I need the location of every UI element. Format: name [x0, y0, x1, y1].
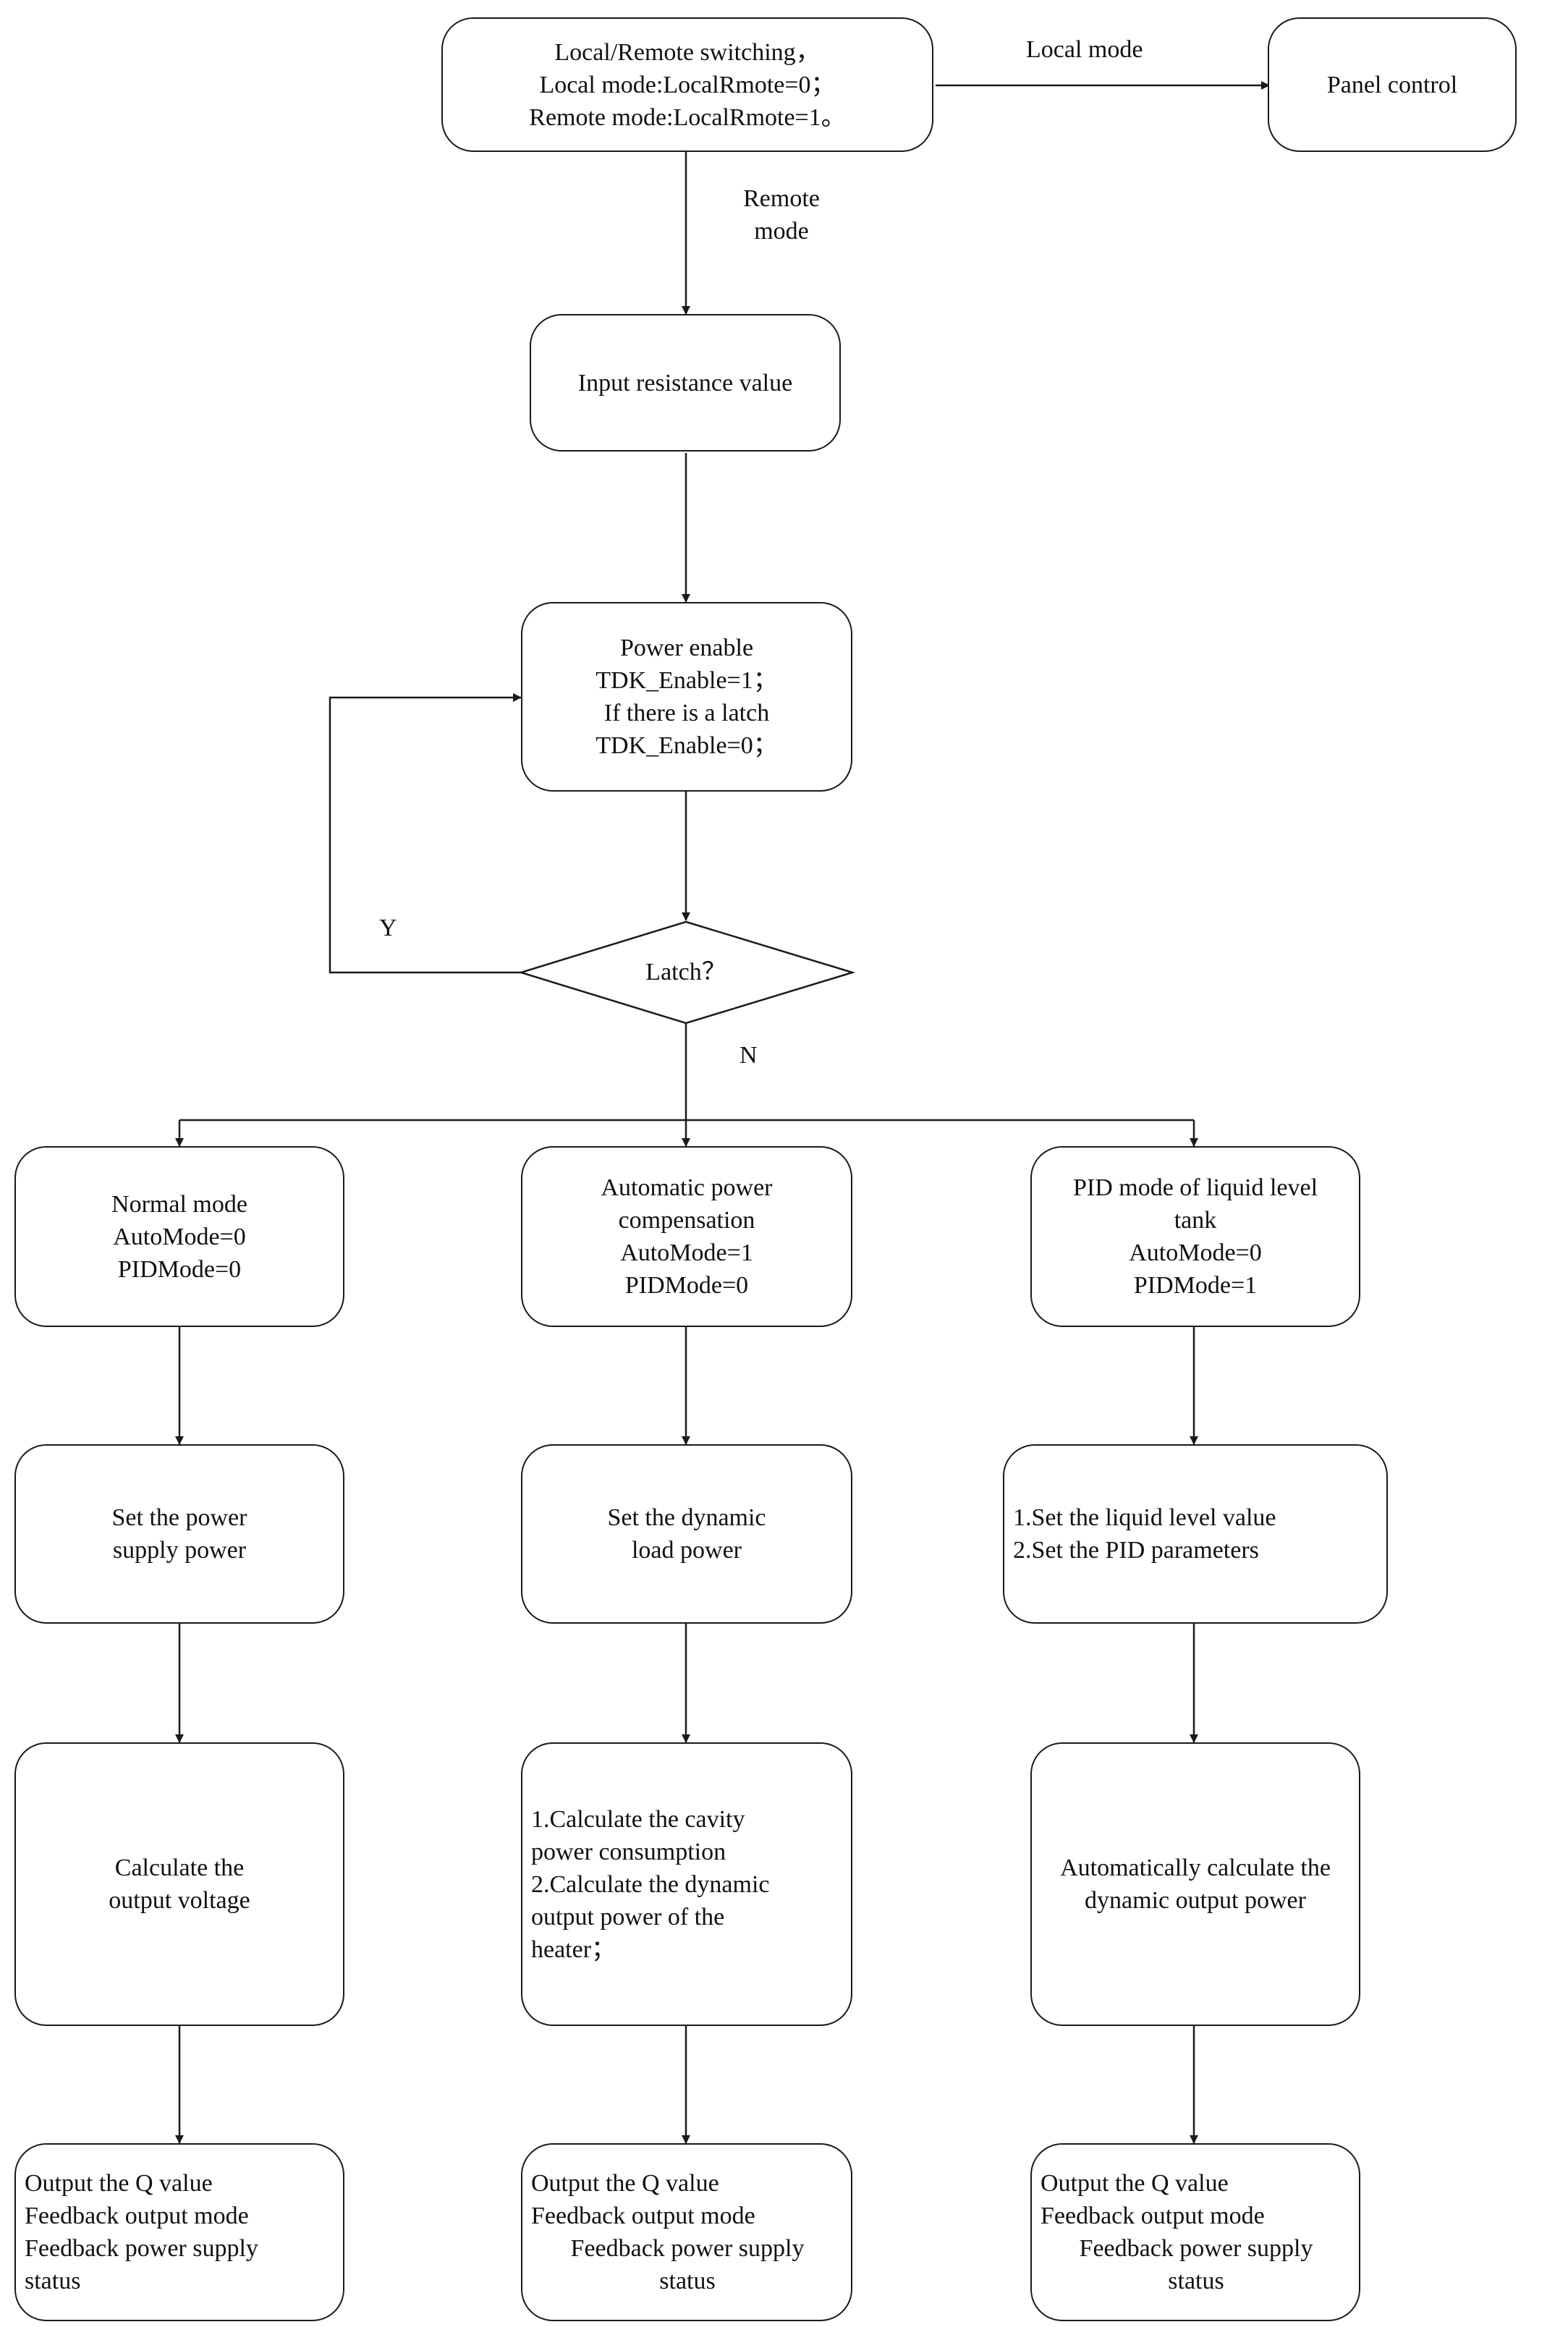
- node-text-line: heater；: [531, 1936, 616, 1963]
- node-text-line: Input resistance value: [577, 369, 793, 397]
- node-text-line: power consumption: [531, 1838, 726, 1865]
- node-text-line: Power enable: [619, 635, 754, 661]
- node-text-line: Local mode:LocalRmote=0；: [539, 71, 836, 98]
- node-text-line: Calculate the: [114, 1855, 245, 1881]
- latch-decision-label: Latch？: [645, 959, 726, 986]
- node-text-line: 1.Calculate the cavity: [531, 1805, 745, 1833]
- node-text-line: load power: [631, 1537, 742, 1564]
- node-normal-mode: Normal mode AutoMode=0 PIDMode=0: [14, 1146, 344, 1327]
- edge-latch-yes-loop: [329, 693, 522, 974]
- node-text-line: compensation: [618, 1207, 755, 1234]
- node-power-enable: Power enable TDK_Enable=1； If there is a…: [521, 602, 852, 792]
- node-set-liquid-level: 1.Set the liquid level value 2.Set the P…: [1003, 1444, 1388, 1624]
- node-panel-control: Panel control: [1268, 17, 1517, 152]
- node-text-line: Panel control: [1326, 71, 1458, 98]
- node-text-line: AutoMode=0: [113, 1223, 246, 1250]
- node-text-line: Automatically calculate the: [1060, 1855, 1331, 1881]
- node-set-dynamic-load: Set the dynamic load power: [521, 1444, 852, 1624]
- node-text-line: PID mode of liquid level: [1072, 1174, 1318, 1201]
- edge-label-remote-mode-line1: Remote: [743, 185, 820, 212]
- node-input-resistance: Input resistance value: [530, 314, 841, 452]
- node-text-line center: status: [659, 2268, 716, 2294]
- node-calculate-cavity-power: 1.Calculate the cavity power consumption…: [521, 1742, 852, 2026]
- node-text-line: Set the power: [111, 1504, 247, 1531]
- node-text-line: AutoMode=1: [620, 1239, 753, 1266]
- node-text-line: supply power: [112, 1537, 247, 1564]
- node-text-line: Output the Q value: [531, 2170, 719, 2197]
- node-text-line center: Feedback power supply: [1079, 2235, 1313, 2262]
- node-text-line: Feedback output mode: [25, 2203, 249, 2229]
- node-text-line: Local/Remote switching，: [554, 38, 821, 66]
- node-text-line: PIDMode=0: [624, 1272, 749, 1299]
- node-text-line: Normal mode: [111, 1190, 247, 1218]
- node-output-middle: Output the Q value Feedback output mode …: [521, 2143, 852, 2321]
- node-text-line: Automatic power: [601, 1174, 773, 1201]
- node-text-line: dynamic output power: [1085, 1887, 1306, 1914]
- node-text-line: 2.Calculate the dynamic: [531, 1870, 770, 1898]
- node-text-line: Feedback power supply: [25, 2235, 258, 2262]
- node-automatic-power-compensation: Automatic power compensation AutoMode=1 …: [521, 1146, 852, 1327]
- node-text-line: Remote mode:LocalRmote=1。: [529, 103, 846, 131]
- node-output-left: Output the Q value Feedback output mode …: [14, 2143, 344, 2321]
- node-text-line: Set the dynamic: [607, 1504, 766, 1531]
- node-text-line center: Feedback power supply: [570, 2235, 805, 2262]
- node-text-line: Feedback output mode: [531, 2203, 755, 2229]
- node-text-line: output voltage: [109, 1887, 250, 1914]
- edge-label-no: N: [739, 1042, 758, 1069]
- node-text-line: 2.Set the PID parameters: [1013, 1537, 1259, 1564]
- edge-label-local-mode: Local mode: [1026, 36, 1143, 63]
- node-text-line: PIDMode=1: [1133, 1272, 1258, 1299]
- node-set-power-supply: Set the power supply power: [14, 1444, 344, 1624]
- node-text-line: 1.Set the liquid level value: [1013, 1504, 1276, 1531]
- edge-label-yes: Y: [379, 915, 397, 941]
- node-calculate-output-voltage: Calculate the output voltage: [14, 1742, 344, 2026]
- node-text-line: TDK_Enable=1；: [596, 667, 778, 694]
- node-pid-mode: PID mode of liquid level tank AutoMode=0…: [1030, 1146, 1360, 1327]
- node-text-line: TDK_Enable=0；: [596, 732, 778, 759]
- node-text-line: AutoMode=0: [1129, 1239, 1262, 1266]
- node-text-line: status: [25, 2268, 81, 2294]
- node-text-line: PIDMode=0: [117, 1255, 242, 1283]
- node-text-line center: status: [1168, 2268, 1224, 2294]
- node-text-line: tank: [1174, 1207, 1217, 1234]
- node-text-line: output power of the: [531, 1903, 725, 1930]
- node-auto-calculate-dynamic-power: Automatically calculate the dynamic outp…: [1030, 1742, 1360, 2026]
- node-output-right: Output the Q value Feedback output mode …: [1030, 2143, 1360, 2321]
- edge-label-remote-mode-line2: mode: [754, 218, 809, 245]
- node-text-line: Output the Q value: [1041, 2170, 1229, 2197]
- node-text-line: If there is a latch: [603, 700, 770, 726]
- node-local-remote-switching: Local/Remote switching， Local mode:Local…: [441, 17, 933, 152]
- node-text-line: Feedback output mode: [1041, 2203, 1265, 2229]
- node-text-line: Output the Q value: [25, 2170, 213, 2197]
